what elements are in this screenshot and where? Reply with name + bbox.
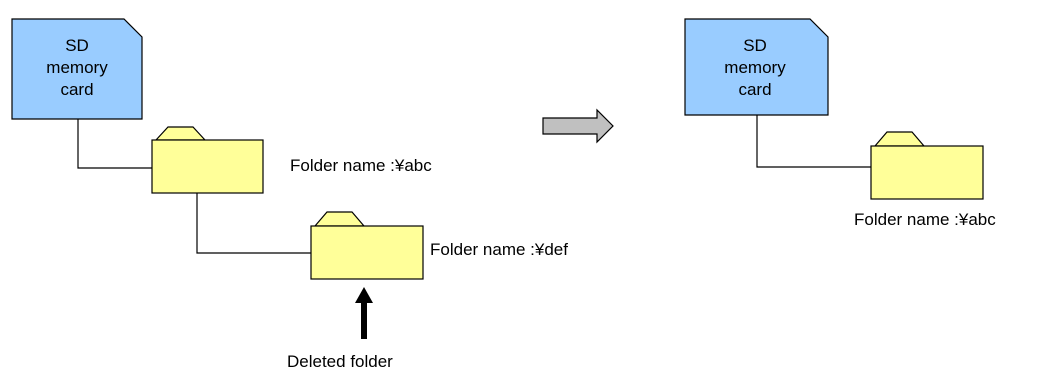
left-folder-abc — [151, 126, 264, 194]
left-card-line-2: memory — [46, 58, 108, 77]
right-connector-card-abc — [756, 115, 871, 168]
left-folder-abc-tab — [154, 126, 207, 141]
left-card-text: SD memory card — [12, 35, 142, 101]
left-folder-def — [310, 211, 424, 280]
right-card-line-1: SD — [743, 36, 767, 55]
up-arrow-icon — [355, 287, 373, 339]
right-folder-abc-tab — [873, 131, 926, 147]
right-card-text: SD memory card — [690, 35, 820, 101]
left-connector-abc-def — [196, 193, 312, 254]
left-folder-def-icon — [310, 225, 424, 280]
left-connector-card-abc — [77, 119, 152, 169]
left-folder-def-tab — [313, 211, 366, 227]
right-sd-card — [684, 18, 829, 116]
left-card-line-3: card — [60, 80, 94, 99]
left-sd-card-icon — [11, 18, 143, 120]
right-folder-abc-label: Folder name :¥abc — [854, 210, 996, 229]
left-folder-def-label: Folder name :¥def — [430, 240, 568, 259]
left-sd-card — [11, 18, 143, 120]
right-folder-abc — [870, 131, 984, 200]
left-folder-abc-label: Folder name :¥abc — [290, 156, 432, 175]
left-folder-abc-icon — [151, 139, 264, 194]
right-arrow-icon — [542, 108, 614, 144]
right-card-line-2: memory — [724, 58, 786, 77]
right-card-line-3: card — [738, 80, 772, 99]
right-sd-card-icon — [684, 18, 829, 116]
deleted-folder-label: Deleted folder — [287, 352, 393, 371]
right-folder-abc-icon — [870, 145, 984, 200]
left-card-line-1: SD — [65, 36, 89, 55]
